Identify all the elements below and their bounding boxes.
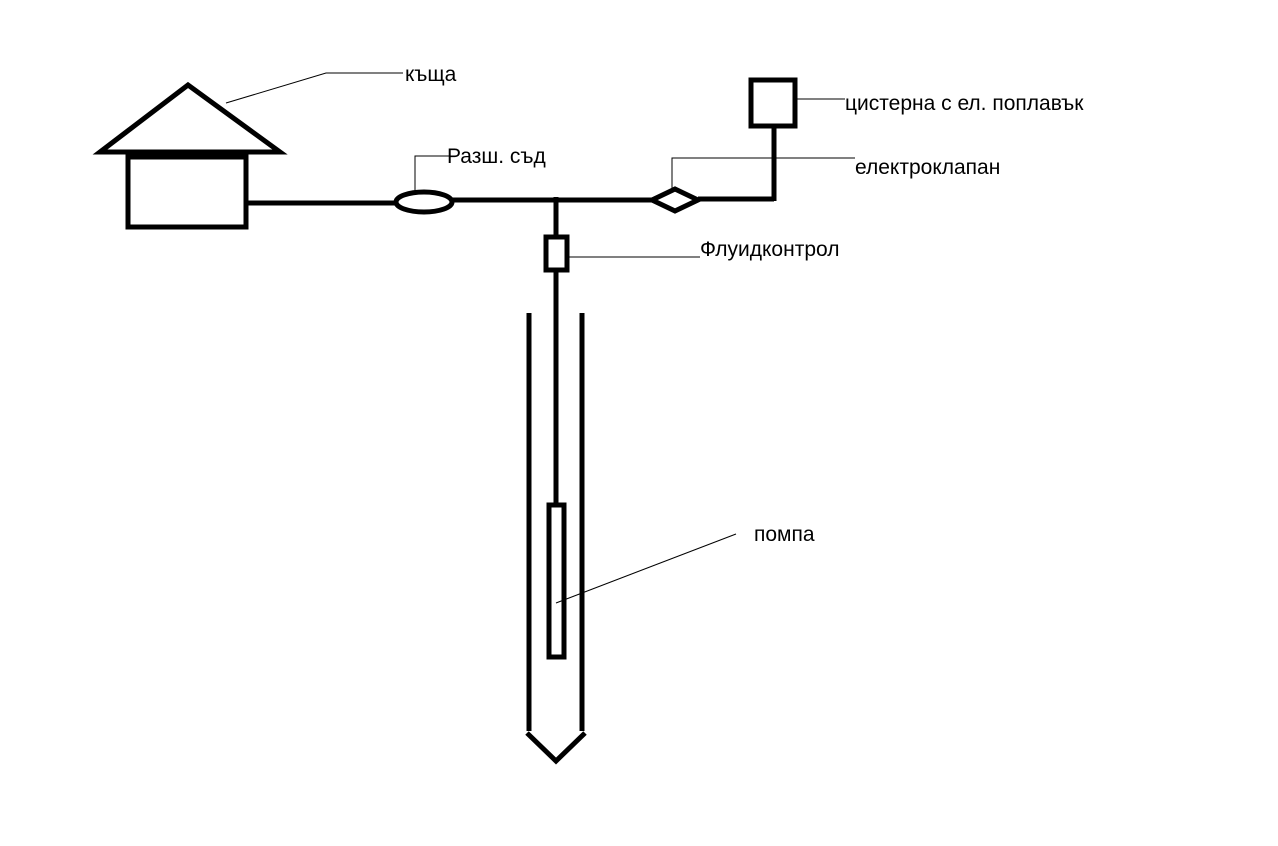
well-bottom-tip: [525, 731, 587, 765]
label-solenoid-valve: електроклапан: [855, 156, 1001, 179]
label-tank: цистерна с ел. поплавък: [845, 92, 1084, 115]
house-shape: [92, 81, 288, 230]
leader-valve: [671, 157, 855, 191]
solenoid-valve-shape: [646, 186, 704, 214]
label-pump: помпа: [754, 523, 815, 546]
fluid-control-shape: [543, 234, 570, 273]
house-roof: [92, 81, 288, 155]
leader-pump: [555, 533, 737, 604]
house-body: [125, 154, 249, 230]
label-expansion-vessel: Разш. съд: [447, 145, 546, 168]
label-fluid-control: Флуидконтрол: [700, 238, 840, 261]
label-house: къща: [405, 63, 457, 86]
expansion-vessel-shape: [393, 189, 455, 215]
tank-shape: [748, 77, 798, 129]
leader-house: [225, 72, 403, 104]
pump-shape: [546, 502, 567, 660]
leader-vessel: [414, 155, 450, 195]
